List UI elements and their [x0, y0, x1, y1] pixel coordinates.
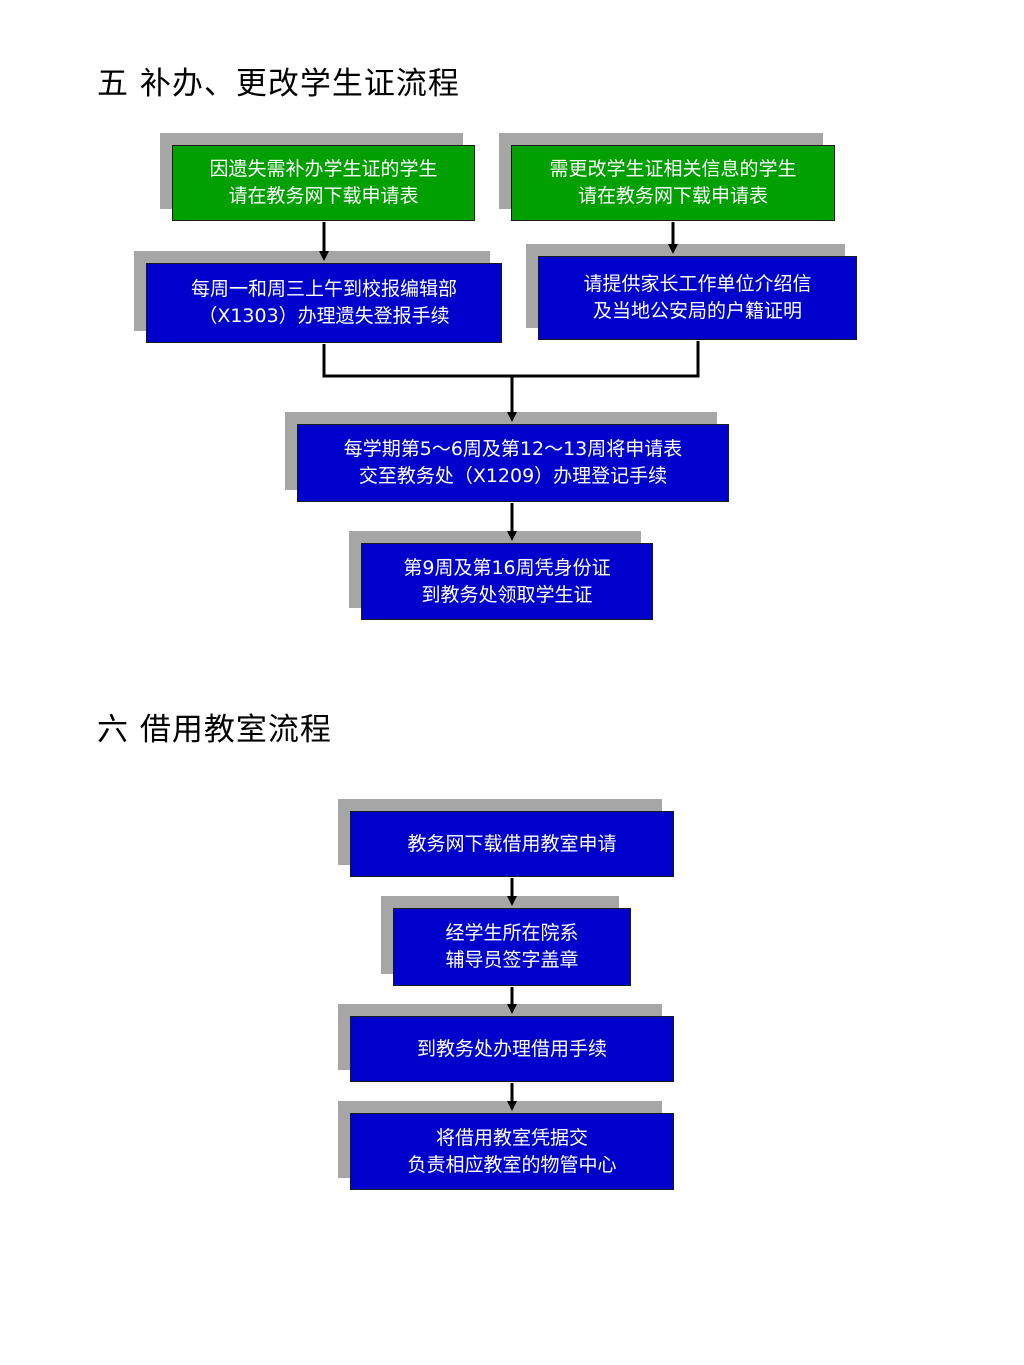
node-lost-download-line-1: 因遗失需补办学生证的学生 [209, 158, 438, 180]
node-lost-download-line-2: 请在教务网下载申请表 [228, 185, 419, 207]
node-collect-line-2: 到教务处领取学生证 [421, 583, 593, 606]
merge-line [322, 341, 700, 378]
node-borrow-approve-line-1: 经学生所在院系 [445, 922, 579, 944]
node-borrow-download-line-1: 教务网下载借用教室申请 [407, 832, 617, 855]
node-lost-register-line-1: 每周一和周三上午到校报编辑部 [190, 278, 457, 300]
node-collect-line-1: 第9周及第16周凭身份证 [403, 556, 611, 579]
node-borrow-process-line-1: 到教务处办理借用手续 [416, 1037, 607, 1060]
node-lost-register-line-2: （X1303）办理遗失登报手续 [198, 305, 450, 327]
node-borrow-handover-line-1: 将借用教室凭据交 [435, 1126, 588, 1149]
section-title-borrow-classroom: 六 借用教室流程 [97, 712, 332, 748]
node-borrow-handover-line-2: 负责相应教室的物管中心 [407, 1153, 617, 1176]
node-submit-line-2: 交至教务处（X1209）办理登记手续 [358, 465, 668, 487]
node-change-download-line-2: 请在教务网下载申请表 [577, 185, 768, 207]
node-change-documents-line-1: 请提供家长工作单位介绍信 [583, 273, 812, 295]
node-submit-line-1: 每学期第5～6周及第12～13周将申请表 [343, 438, 683, 460]
node-change-documents-line-2: 及当地公安局的户籍证明 [592, 300, 802, 322]
section-title-reissue-student-card: 五 补办、更改学生证流程 [97, 66, 460, 102]
node-change-download-line-1: 需更改学生证相关信息的学生 [549, 158, 797, 180]
node-borrow-approve-line-2: 辅导员签字盖章 [445, 949, 579, 971]
